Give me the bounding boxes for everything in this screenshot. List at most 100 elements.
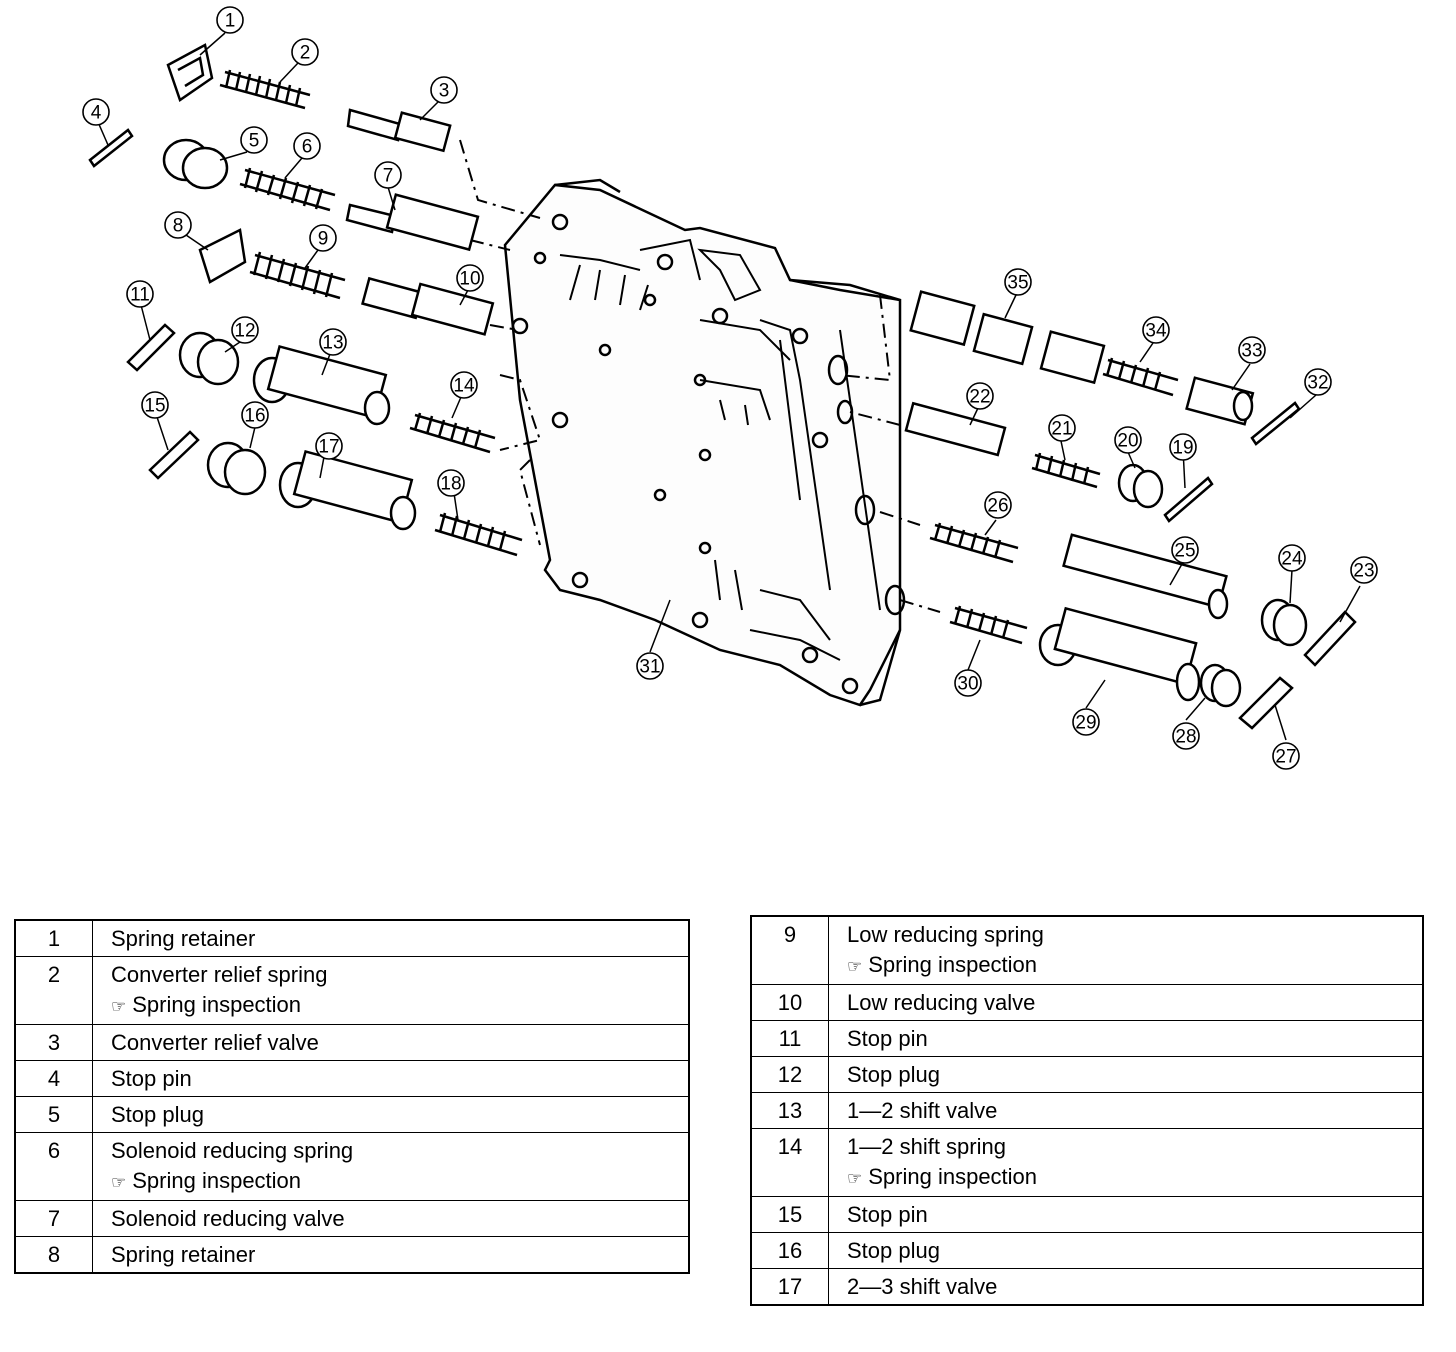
spring-30 (949, 605, 1028, 645)
callout-18: 18 (437, 469, 465, 497)
callout-number: 14 (453, 376, 475, 397)
callout-14: 14 (450, 371, 478, 399)
reference-link[interactable]: ☞ Spring inspection (847, 1162, 1416, 1194)
reference-link[interactable]: ☞Spring inspection (111, 1166, 682, 1198)
part-number: 1 (14, 919, 93, 957)
callout-15: 15 (141, 391, 169, 419)
spring-21 (1031, 452, 1101, 489)
callout-leaders (97, 32, 1361, 741)
parts-table-row: 5 Stop plug (14, 1096, 690, 1133)
part-description: Stop plug (828, 1232, 1424, 1269)
callout-number: 20 (1117, 431, 1138, 452)
callout-number: 27 (1275, 747, 1296, 768)
part-number: 16 (750, 1232, 829, 1269)
part-number: 17 (750, 1268, 829, 1306)
part-description: 1—2 shift spring ☞ Spring inspection (828, 1128, 1424, 1197)
part-number: 4 (14, 1060, 93, 1097)
callout-number: 34 (1145, 321, 1167, 342)
part-number: 15 (750, 1196, 829, 1233)
converter-relief-spring (219, 69, 311, 110)
callout-17: 17 (315, 432, 343, 460)
parts-table-row: 7 Solenoid reducing valve (14, 1200, 690, 1237)
part-number: 5 (14, 1096, 93, 1133)
reference-label: Spring inspection (868, 1164, 1038, 1189)
shift-valve-1-2 (252, 344, 391, 426)
callout-number: 7 (383, 166, 394, 187)
part-name: Solenoid reducing valve (111, 1206, 345, 1231)
part-name: Stop plug (111, 1102, 204, 1127)
solenoid-reducing-spring (239, 167, 336, 212)
callout-number: 31 (639, 657, 660, 678)
part-name: 1—2 shift spring (847, 1134, 1006, 1159)
callout-26: 26 (984, 491, 1012, 519)
callout-number: 1 (225, 11, 236, 32)
part-description: Low reducing spring☞Spring inspection (828, 915, 1424, 985)
part-name: Spring retainer (111, 1242, 256, 1267)
part-name: Stop plug (847, 1062, 940, 1087)
reference-link[interactable]: ☞ Spring inspection (111, 990, 682, 1022)
shift-valve-2-3 (278, 449, 417, 531)
part-description: 1—2 shift valve (828, 1092, 1424, 1129)
part-description: Stop plug (828, 1056, 1424, 1093)
pointing-hand-icon: ☞ (847, 1169, 863, 1188)
part-description: Converter relief spring ☞ Spring inspectio… (92, 956, 690, 1025)
spring-retainer-1 (166, 43, 214, 102)
part-name: Converter relief spring (111, 962, 328, 987)
callout-27: 27 (1272, 742, 1300, 770)
callout-number: 18 (440, 474, 461, 495)
shift-spring-1-2 (409, 412, 496, 454)
callout-16: 16 (241, 401, 269, 429)
valve-22 (904, 401, 1007, 457)
part-name: Stop pin (847, 1202, 928, 1227)
reference-link[interactable]: ☞ Spring inspection (847, 950, 1416, 982)
callout-11: 11 (126, 280, 154, 308)
callout-number: 24 (1281, 549, 1303, 570)
callout-number: 26 (987, 496, 1008, 517)
callout-24: 24 (1278, 544, 1306, 572)
part-description: Stop plug (92, 1096, 690, 1133)
part-name: Converter relief valve (111, 1030, 319, 1055)
part-number: 2 (14, 956, 93, 1025)
part-description: Spring retainer (92, 1236, 690, 1274)
retainer-23 (1303, 610, 1357, 667)
part-name: Stop pin (847, 1026, 928, 1051)
callout-13: 13 (319, 328, 347, 356)
callout-number: 8 (173, 216, 184, 237)
reference-label: Spring inspection (868, 952, 1038, 977)
exploded-view-diagram: 1234567891011121314151617181920212223242… (82, 6, 1378, 770)
part-number: 12 (750, 1056, 829, 1093)
callout-2: 2 (291, 38, 319, 66)
callout-number: 21 (1051, 419, 1072, 440)
stop-pin-15 (148, 430, 200, 480)
part-description: Stop pin (92, 1060, 690, 1097)
callout-number: 2 (300, 43, 311, 64)
pointing-hand-icon: ☞ (847, 957, 863, 976)
parts-table-row: 15 Stop pin (750, 1196, 1424, 1233)
callout-29: 29 (1072, 708, 1100, 736)
stop-plug-5 (162, 138, 229, 190)
parts-table-row: 1 Spring retainer (14, 919, 690, 957)
assembly-guide-lines (459, 139, 941, 613)
part-number: 7 (14, 1200, 93, 1237)
part-name: Solenoid reducing spring (111, 1138, 354, 1163)
callout-35: 35 (1004, 268, 1032, 296)
part-description: Low reducing valve (828, 984, 1424, 1021)
callout-4: 4 (82, 98, 110, 126)
part-number: 11 (750, 1020, 829, 1057)
valve-35 (909, 290, 1106, 385)
part-number: 6 (14, 1132, 93, 1201)
parts-table-row: 6 Solenoid reducing spring ☞Spring inspect… (14, 1132, 690, 1201)
callout-number: 10 (459, 269, 480, 290)
callout-10: 10 (456, 264, 484, 292)
plug-28 (1199, 663, 1242, 708)
callout-number: 22 (969, 387, 990, 408)
part-name: Spring retainer (111, 926, 256, 951)
pointing-hand-icon: ☞ (111, 997, 127, 1016)
pointing-hand-icon: ☞ (111, 1173, 127, 1192)
reference-label: Spring inspection (132, 992, 302, 1017)
valve-body-plate (503, 178, 906, 707)
part-description: Converter relief valve (92, 1024, 690, 1061)
